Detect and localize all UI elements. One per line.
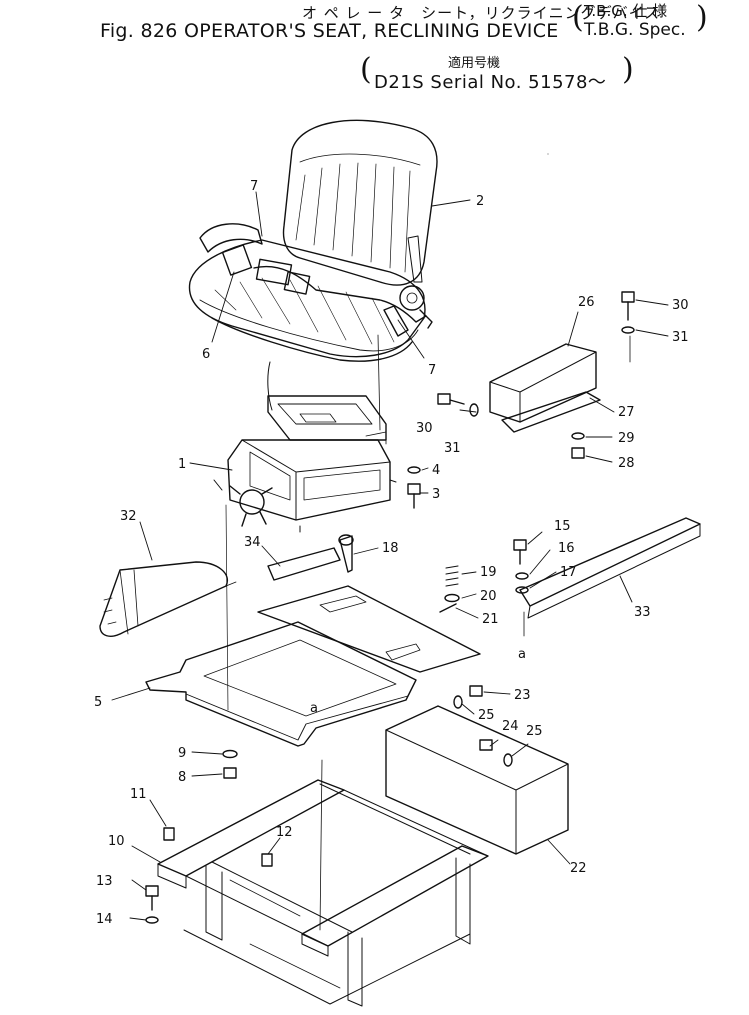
plate bbox=[267, 547, 341, 581]
callout-7-bottom: 7 bbox=[428, 363, 436, 378]
spec-label: T.B.G. Spec. bbox=[584, 20, 686, 40]
callout-8: 8 bbox=[178, 770, 186, 785]
callout-25-lower: 25 bbox=[526, 724, 543, 739]
callout-5: 5 bbox=[94, 695, 102, 710]
hardware-lower bbox=[145, 685, 513, 924]
floor-plate bbox=[257, 585, 481, 673]
callout-15: 15 bbox=[554, 519, 571, 534]
serial-number: D21S Serial No. 51578～ bbox=[374, 72, 607, 93]
callout-2: 2 bbox=[476, 194, 484, 209]
callout-10: 10 bbox=[108, 834, 125, 849]
operator-seat bbox=[188, 119, 438, 411]
hardware-upper bbox=[407, 291, 635, 509]
lever-parts bbox=[338, 534, 460, 613]
figure-title: Fig. 826 OPERATOR'S SEAT, RECLINING DEVI… bbox=[100, 20, 559, 42]
callout-6: 6 bbox=[202, 347, 210, 362]
callout-9: 9 bbox=[178, 746, 186, 761]
seat-suspension bbox=[213, 395, 397, 533]
callout-24: 24 bbox=[502, 719, 519, 734]
leader-lines bbox=[111, 153, 669, 921]
serial-open-paren: ( bbox=[360, 52, 372, 87]
callout-3: 3 bbox=[432, 487, 440, 502]
bolt-set-right bbox=[513, 539, 529, 594]
seat-rail bbox=[519, 517, 701, 637]
callout-17: 17 bbox=[560, 565, 577, 580]
callout-31-left: 31 bbox=[444, 441, 461, 456]
callout-12: 12 bbox=[276, 825, 293, 840]
switch-cover bbox=[489, 335, 631, 433]
spec-label-japanese: T.B.G. 仕 様 bbox=[584, 2, 668, 20]
callout-30-left: 30 bbox=[416, 421, 433, 436]
callout-23: 23 bbox=[514, 688, 531, 703]
serial-close-paren: ) bbox=[622, 52, 634, 87]
serial-label-japanese: 適用号機 bbox=[448, 56, 501, 71]
callout-32: 32 bbox=[120, 509, 137, 524]
callout-31-right: 31 bbox=[672, 330, 689, 345]
callout-30-right: 30 bbox=[672, 298, 689, 313]
callout-4: 4 bbox=[432, 463, 440, 478]
reference-a-right: a bbox=[518, 647, 526, 662]
callout-29: 29 bbox=[618, 431, 635, 446]
callout-26: 26 bbox=[578, 295, 595, 310]
callout-14: 14 bbox=[96, 912, 113, 927]
callout-7-top: 7 bbox=[250, 179, 258, 194]
side-cover bbox=[99, 561, 237, 637]
callout-13: 13 bbox=[96, 874, 113, 889]
spec-close-paren: ) bbox=[696, 0, 708, 35]
callout-27: 27 bbox=[618, 405, 635, 420]
callout-34: 34 bbox=[244, 535, 261, 550]
seat-base-pan bbox=[145, 621, 417, 747]
callout-20: 20 bbox=[480, 589, 497, 604]
reference-a-left: a bbox=[310, 701, 318, 716]
callout-22: 22 bbox=[570, 861, 587, 876]
callout-1: 1 bbox=[178, 457, 186, 472]
figure-title-japanese: オ ペ レ ー タ シート，リクライニングデバイス bbox=[302, 4, 661, 22]
callout-11: 11 bbox=[130, 787, 147, 802]
callout-33: 33 bbox=[634, 605, 651, 620]
callout-19: 19 bbox=[480, 565, 497, 580]
callout-28: 28 bbox=[618, 456, 635, 471]
callout-16: 16 bbox=[558, 541, 575, 556]
callout-18: 18 bbox=[382, 541, 399, 556]
callout-21: 21 bbox=[482, 612, 499, 627]
side-bracket bbox=[385, 705, 569, 855]
spec-open-paren: ( bbox=[572, 0, 584, 35]
seat-frame bbox=[157, 759, 489, 1007]
callout-25-upper: 25 bbox=[478, 708, 495, 723]
